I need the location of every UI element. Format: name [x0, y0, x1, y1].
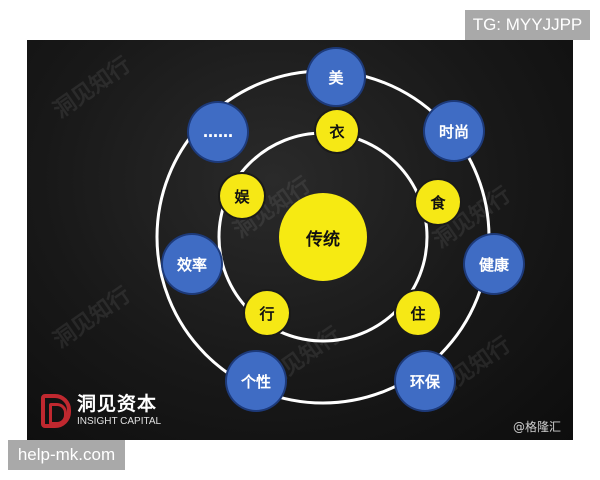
node-label: 环保: [409, 372, 440, 391]
node-label: ……: [203, 123, 233, 141]
inner-node-food: 食: [416, 180, 460, 224]
outer-node-more: ……: [189, 103, 247, 161]
site-watermark-tag: help-mk.com: [8, 440, 125, 470]
tg-watermark-tag: TG: MYYJJPP: [465, 10, 590, 40]
node-label: 衣: [329, 122, 345, 141]
node-label: 食: [430, 193, 446, 212]
inner-node-clothing: 衣: [316, 110, 358, 152]
outer-node-beauty: 美: [308, 49, 364, 105]
source-credit: @格隆汇: [512, 420, 561, 434]
outer-node-health: 健康: [465, 235, 523, 293]
node-label: 住: [410, 304, 426, 323]
logo-name-cn: 洞见资本: [77, 393, 158, 415]
node-label: 健康: [478, 255, 509, 274]
outer-node-efficiency: 效率: [163, 235, 221, 293]
outer-node-individuality: 个性: [227, 352, 285, 410]
inner-node-entertainment: 娱: [220, 174, 264, 218]
node-label: 行: [259, 304, 275, 323]
logo-name-en: INSIGHT CAPITAL: [77, 416, 162, 427]
outer-node-environment: 环保: [396, 352, 454, 410]
logo-d-icon: [41, 394, 71, 428]
node-label: 效率: [176, 255, 207, 274]
diagram-image: 洞见知行 洞见知行 洞见知行 洞见知行 洞见知行 洞见知行 传统 衣 食 住 行…: [27, 40, 573, 440]
center-node-traditional: 传统: [279, 193, 367, 281]
node-label: 娱: [234, 187, 250, 206]
insight-capital-logo: 洞见资本 INSIGHT CAPITAL: [41, 394, 161, 428]
node-label: 美: [328, 68, 344, 87]
center-label: 传统: [306, 229, 340, 250]
node-label: 时尚: [438, 122, 469, 141]
outer-node-fashion: 时尚: [425, 102, 483, 160]
inner-node-travel: 行: [245, 291, 289, 335]
inner-node-housing: 住: [396, 291, 440, 335]
node-label: 个性: [240, 372, 271, 391]
